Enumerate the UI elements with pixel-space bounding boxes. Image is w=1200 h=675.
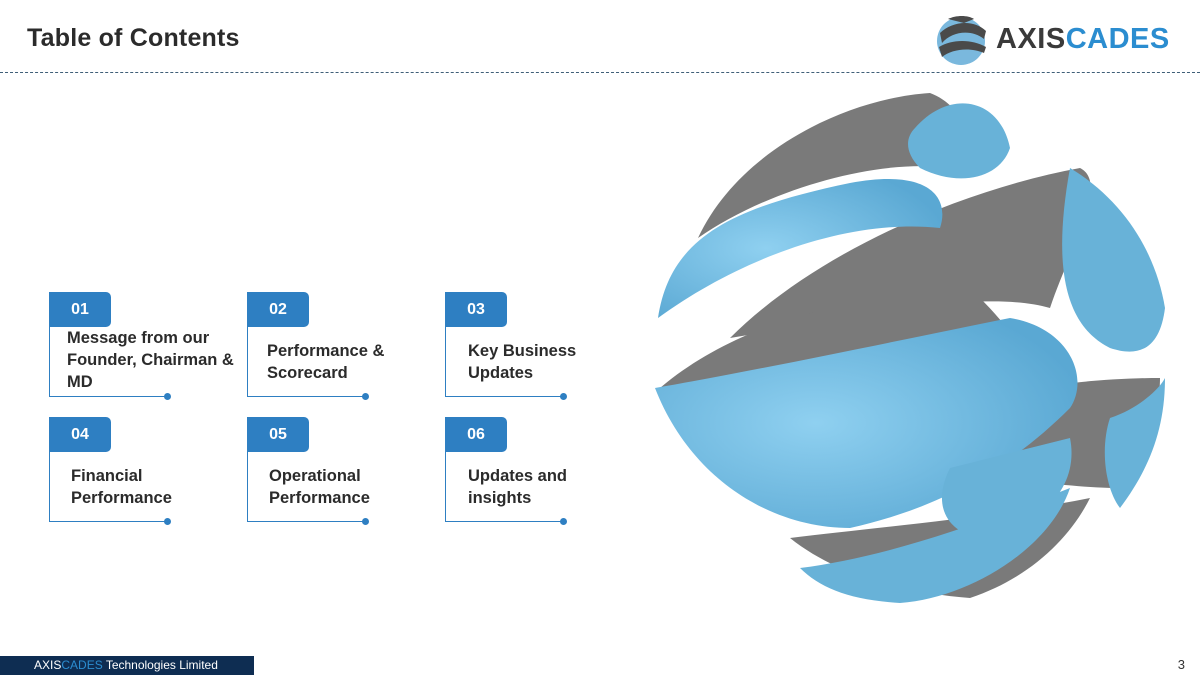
- toc-frame: [247, 452, 369, 525]
- toc-item-01[interactable]: 01 Message from our Founder, Chairman & …: [49, 292, 234, 400]
- globe-graphic: [655, 93, 1165, 603]
- toc-dot: [164, 518, 171, 525]
- toc-label: Key Business Updates: [468, 342, 577, 382]
- toc-frame: [49, 327, 171, 400]
- toc-item-02[interactable]: 02 Performance & Scorecard: [247, 292, 384, 400]
- toc-label: Financial Performance: [71, 467, 172, 507]
- toc-frame: [49, 452, 171, 525]
- page-number: 3: [1177, 657, 1185, 672]
- footer-company-part2: CADES: [61, 658, 103, 672]
- logo-axis-text: AXIS: [996, 23, 1066, 55]
- toc-label: Updates and insights: [468, 467, 568, 507]
- toc-label: Message from our Founder, Chairman & MD: [67, 329, 234, 391]
- toc-frame: [445, 452, 567, 525]
- page-title: Table of Contents: [27, 24, 240, 52]
- company-logo: AXISCADES: [934, 13, 1184, 67]
- toc-frame: [445, 327, 567, 400]
- toc-dot: [560, 393, 567, 400]
- logo-wordmark: AXISCADES: [996, 22, 1170, 56]
- header-divider: [0, 72, 1200, 73]
- toc-frame: [247, 327, 369, 400]
- toc-number: 05: [247, 417, 309, 452]
- toc-dot: [560, 518, 567, 525]
- toc-number: 01: [49, 292, 111, 327]
- globe-logo-icon: [937, 16, 986, 65]
- toc-label: Performance & Scorecard: [267, 342, 385, 382]
- toc-number: 04: [49, 417, 111, 452]
- toc-item-04[interactable]: 04 Financial Performance: [49, 417, 173, 525]
- toc-dot: [164, 393, 171, 400]
- footer-company-part3: Technologies Limited: [102, 658, 218, 672]
- toc-item-06[interactable]: 06 Updates and insights: [445, 417, 569, 525]
- toc-dot: [362, 518, 369, 525]
- footer-company-bar: AXISCADES Technologies Limited: [0, 656, 254, 675]
- footer-company-part1: AXIS: [34, 658, 62, 672]
- logo-cades-text: CADES: [1065, 23, 1170, 55]
- toc-item-03[interactable]: 03 Key Business Updates: [445, 292, 576, 400]
- toc-number: 03: [445, 292, 507, 327]
- toc-item-05[interactable]: 05 Operational Performance: [247, 417, 371, 525]
- toc-number: 06: [445, 417, 507, 452]
- toc-label: Operational Performance: [269, 467, 370, 507]
- toc-number: 02: [247, 292, 309, 327]
- toc-dot: [362, 393, 369, 400]
